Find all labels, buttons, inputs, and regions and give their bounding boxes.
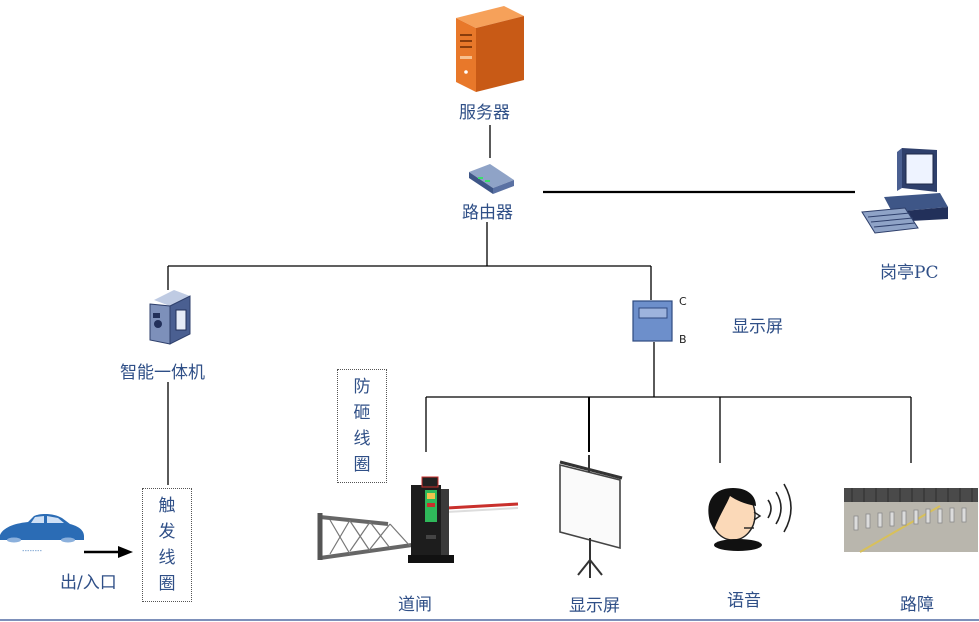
anti-smash-coil-char: 圈 <box>353 455 371 475</box>
display-controller-label: 显示屏 <box>732 317 783 337</box>
gate-label: 道闸 <box>398 595 432 615</box>
anti-smash-coil-char: 线 <box>353 429 371 449</box>
barrier-gate-icon <box>317 476 519 563</box>
arrow-head-icon <box>118 546 133 558</box>
voice-label: 语音 <box>727 591 761 611</box>
road-barrier-label: 路障 <box>900 595 934 615</box>
road-barrier-icon <box>844 488 978 553</box>
smart-unit-icon <box>149 290 191 345</box>
connection-lines <box>84 125 912 554</box>
voice-speaker-icon <box>708 483 792 551</box>
port-b-label: B <box>679 333 687 346</box>
server-icon <box>456 6 524 92</box>
router-label: 路由器 <box>462 203 513 223</box>
trigger-coil-char: 发 <box>158 522 176 542</box>
car-icon: ⁃⁃⁃⁃⁃⁃⁃⁃ <box>0 513 84 555</box>
projection-screen-icon <box>559 455 623 578</box>
trigger-coil-char: 触 <box>158 496 176 516</box>
display-screen-label: 显示屏 <box>569 596 620 616</box>
port-c-label: C <box>679 295 687 308</box>
booth-pc-label: 岗亭PC <box>880 263 939 283</box>
server-label: 服务器 <box>459 103 510 123</box>
display-controller-icon <box>632 300 673 342</box>
svg-text:⁃⁃⁃⁃⁃⁃⁃⁃: ⁃⁃⁃⁃⁃⁃⁃⁃ <box>22 549 42 555</box>
trigger-coil-box: 触 发 线 圈 <box>142 488 192 602</box>
trigger-coil-char: 圈 <box>158 574 176 594</box>
smart-unit-label: 智能一体机 <box>120 363 205 383</box>
entrance-exit-label: 出/入口 <box>60 573 117 593</box>
anti-smash-coil-char: 砸 <box>353 403 371 423</box>
router-icon <box>469 164 514 194</box>
trigger-coil-char: 线 <box>158 548 176 568</box>
booth-pc-icon <box>861 148 948 234</box>
anti-smash-coil-char: 防 <box>353 377 371 397</box>
anti-smash-coil-box: 防 砸 线 圈 <box>337 369 387 483</box>
